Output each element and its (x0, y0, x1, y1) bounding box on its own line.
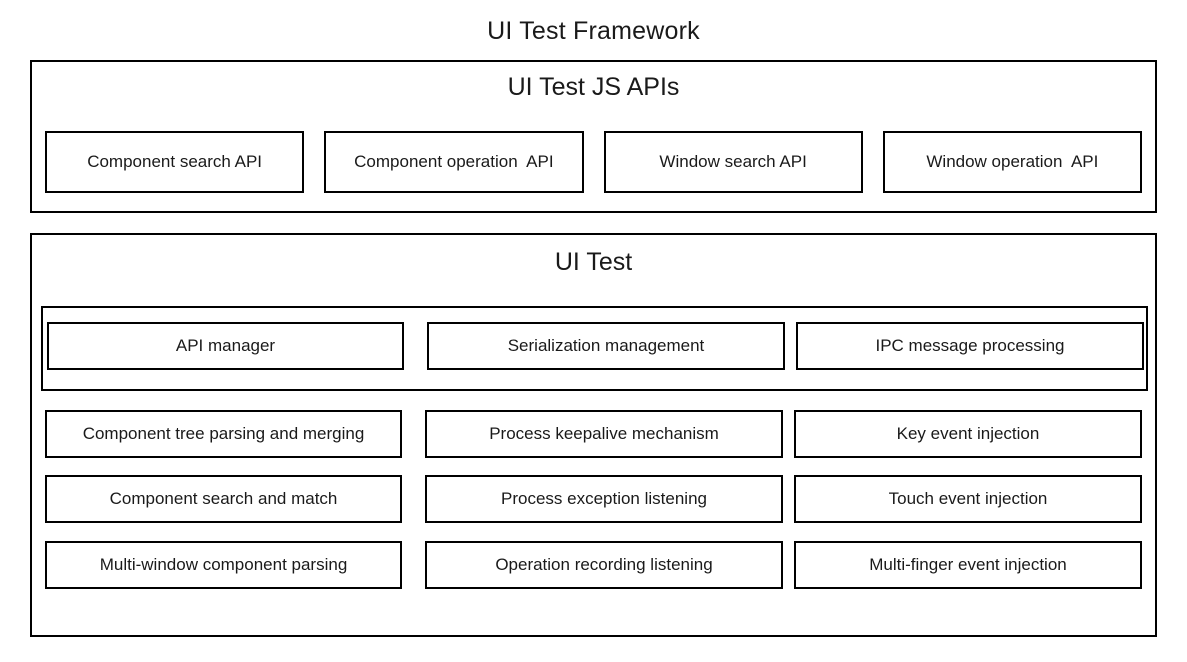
layer-ui-test: UI Test API manager Serialization manage… (30, 233, 1157, 637)
module-multi-finger-event-injection[interactable]: Multi-finger event injection (794, 541, 1142, 589)
layer-js-apis-title: UI Test JS APIs (507, 73, 680, 101)
module-api-manager[interactable]: API manager (47, 322, 404, 370)
module-component-tree-parsing-and-merging[interactable]: Component tree parsing and merging (45, 410, 402, 458)
ui-test-core-row: API manager Serialization management IPC… (47, 322, 1144, 370)
module-serialization-management[interactable]: Serialization management (427, 322, 785, 370)
module-operation-recording-listening[interactable]: Operation recording listening (425, 541, 783, 589)
ui-test-row-2: Component tree parsing and merging Proce… (45, 410, 1142, 458)
api-box-window-operation[interactable]: Window operation API (882, 131, 1142, 193)
module-ipc-message-processing[interactable]: IPC message processing (796, 322, 1144, 370)
js-api-box-row: Component search API Component operation… (45, 131, 1142, 193)
api-box-window-search[interactable]: Window search API (603, 131, 863, 193)
ui-test-row-4: Multi-window component parsing Operation… (45, 541, 1142, 589)
ui-test-core-group: API manager Serialization management IPC… (41, 306, 1148, 391)
layer-js-apis: UI Test JS APIs Component search API Com… (30, 60, 1157, 213)
module-process-keepalive-mechanism[interactable]: Process keepalive mechanism (425, 410, 783, 458)
module-key-event-injection[interactable]: Key event injection (794, 410, 1142, 458)
layer-ui-test-title: UI Test (554, 248, 633, 276)
api-box-component-search[interactable]: Component search API (45, 131, 305, 193)
diagram-title: UI Test Framework (487, 17, 700, 45)
module-process-exception-listening[interactable]: Process exception listening (425, 475, 783, 523)
api-box-component-operation[interactable]: Component operation API (324, 131, 584, 193)
module-component-search-and-match[interactable]: Component search and match (45, 475, 402, 523)
ui-test-row-3: Component search and match Process excep… (45, 475, 1142, 523)
module-multi-window-component-parsing[interactable]: Multi-window component parsing (45, 541, 402, 589)
module-touch-event-injection[interactable]: Touch event injection (794, 475, 1142, 523)
